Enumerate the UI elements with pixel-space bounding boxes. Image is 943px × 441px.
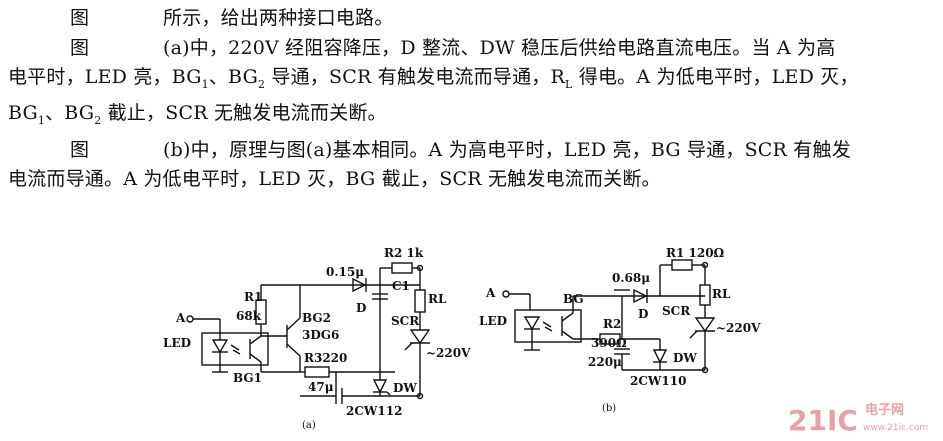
paragraph-2-line-3: BG1、BG2 截止，SCR 无触发电流而关断。 xyxy=(8,102,387,128)
zener-dw-b xyxy=(652,349,668,364)
label-led-b: LED xyxy=(479,314,507,328)
label-c-015u: 0.15μ xyxy=(326,265,364,279)
led-symbol-b xyxy=(523,316,541,331)
label-zener-b: 2CW110 xyxy=(630,374,686,388)
scr-a xyxy=(409,329,431,345)
optocoupler-box-b xyxy=(514,309,582,343)
label-r1-b: R1 120Ω xyxy=(666,246,725,260)
diode-d-a xyxy=(352,277,367,293)
label-bg-b: BG xyxy=(563,292,584,306)
label-r1: R1 xyxy=(244,290,262,304)
label-d: D xyxy=(356,301,366,315)
scr-b xyxy=(694,317,716,333)
label-c1: C1 xyxy=(392,279,410,293)
figure-ref: 图 xyxy=(70,138,90,161)
label-ac: ~220V xyxy=(426,346,471,360)
resistor-rl-a xyxy=(414,289,426,313)
label-dw-b: DW xyxy=(673,351,697,365)
watermark-cn: 电子网 xyxy=(865,402,904,418)
label-scr: SCR xyxy=(391,314,420,328)
paragraph-1: 图所示，给出两种接口电路。 xyxy=(8,4,938,34)
watermark-21ic-logo: 21IC 电子网 www.21ic.com xyxy=(788,402,928,437)
label-a-input: A xyxy=(175,311,186,325)
led-symbol-a xyxy=(211,339,229,354)
label-scr-b: SCR xyxy=(662,304,691,318)
label-c-220u: 220μ xyxy=(588,355,622,369)
label-led: LED xyxy=(163,336,191,350)
resistor-r2-a xyxy=(391,262,413,274)
label-zener: 2CW112 xyxy=(346,404,402,418)
watermark-brand: 21IC xyxy=(788,404,858,437)
circuit-a: A LED BG1 R1 68k BG2 3DG6 R3220 47μ 0.15… xyxy=(163,246,471,431)
label-r2-value-b: 390Ω xyxy=(591,336,627,350)
paragraph-3-line-1: 图(b)中，原理与图(a)基本相同。A 为高电平时，LED 亮，BG 导通，SC… xyxy=(8,136,938,166)
label-c-47u: 47μ xyxy=(308,380,334,394)
figure-ref: 图 xyxy=(70,36,90,59)
label-r2: R2 1k xyxy=(384,246,424,260)
resistor-rl-b xyxy=(699,284,711,306)
paragraph-3-line-2: 电流而导通。A 为低电平时，LED 灭，BG 截止，SCR 无触发电流而关断。 xyxy=(8,168,661,191)
label-r2-b: R2 xyxy=(603,317,621,331)
input-terminal-b xyxy=(502,290,510,298)
label-r1-value: 68k xyxy=(236,309,262,323)
label-dw: DW xyxy=(393,381,417,395)
label-d-b: D xyxy=(638,307,648,321)
circuit-b: A LED BG R1 120Ω 0.68μ D RL SCR ~220V R2… xyxy=(479,246,761,414)
zener-dw-a xyxy=(372,379,388,394)
label-rl: RL xyxy=(428,292,447,306)
label-bg2: BG2 xyxy=(302,311,331,325)
label-bg2-type: 3DG6 xyxy=(302,328,339,342)
label-rl-b: RL xyxy=(712,287,731,301)
optocoupler-box-a xyxy=(201,332,269,366)
label-c-068u: 0.68μ xyxy=(612,271,650,285)
label-a-input-b: A xyxy=(485,286,496,300)
figure-ref: 图 xyxy=(70,7,90,29)
caption-b: (b) xyxy=(602,403,616,414)
article-text: 图所示，给出两种接口电路。 图(a)中，220V 经阻容降压，D 整流、DW 稳… xyxy=(8,4,938,195)
label-r3: R3220 xyxy=(304,351,347,365)
input-terminal-a xyxy=(186,315,194,323)
resistor-r1-b xyxy=(671,259,693,271)
caption-a: (a) xyxy=(302,420,316,431)
label-bg1: BG1 xyxy=(233,371,262,385)
resistor-r3-a xyxy=(304,366,330,378)
paragraph-2-line-1: 图(a)中，220V 经阻容降压，D 整流、DW 稳压后供给电路直流电压。当 A… xyxy=(8,34,938,64)
label-ac-b: ~220V xyxy=(716,321,761,335)
paragraph-2-line-2: 电平时，LED 亮，BG1、BG2 导通，SCR 有触发电流而导通，RL 得电。… xyxy=(8,66,859,91)
watermark-url: www.21ic.com xyxy=(863,423,928,433)
diode-d-b xyxy=(633,288,648,304)
